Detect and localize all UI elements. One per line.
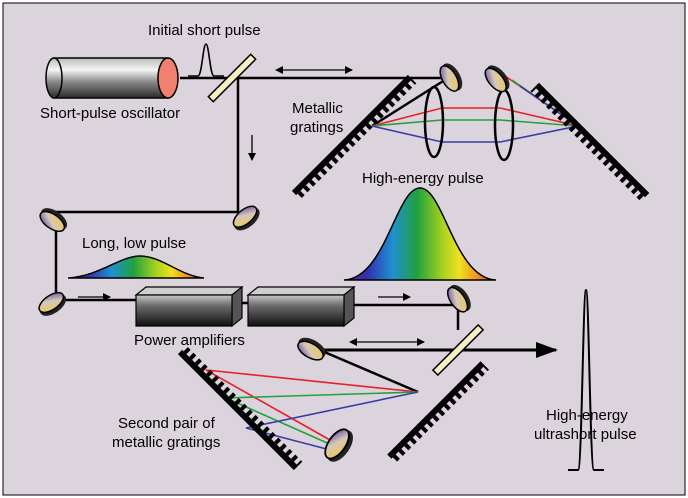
label-long-low-pulse: Long, low pulse — [82, 235, 186, 252]
amplifier-box-icon — [134, 285, 244, 328]
label-high-energy-pulse: High-energy pulse — [362, 170, 484, 187]
spectral-pulse-icon — [343, 187, 497, 281]
spectral-pulse-icon — [67, 255, 205, 279]
beam-splitter-icon — [431, 323, 485, 377]
label-initial-pulse: Initial short pulse — [148, 22, 261, 39]
label-second-pair: Second pair of — [118, 415, 216, 432]
label-power-amplifiers: Power amplifiers — [134, 332, 245, 349]
beam-splitter-icon — [207, 53, 257, 103]
output-pulse-icon — [568, 288, 604, 471]
beam-to-grating3 — [314, 346, 419, 394]
label-output-2: ultrashort pulse — [534, 426, 637, 443]
grating-icon — [387, 361, 490, 464]
label-oscillator: Short-pulse oscillator — [40, 105, 180, 122]
label-output-1: High-energy — [546, 407, 628, 424]
grating-icon — [177, 345, 303, 471]
grating-icon — [530, 82, 650, 202]
label-metallic: Metallic — [292, 100, 343, 117]
label-metallic-gratings-2: metallic gratings — [112, 434, 220, 451]
initial-pulse-icon — [188, 43, 224, 77]
lens-icon — [423, 85, 445, 159]
label-gratings: gratings — [290, 119, 343, 136]
amplifier-box-icon — [246, 285, 356, 328]
direction-arrows — [78, 66, 425, 346]
grating-icon — [291, 74, 417, 200]
oscillator-cylinder-icon — [45, 57, 179, 99]
